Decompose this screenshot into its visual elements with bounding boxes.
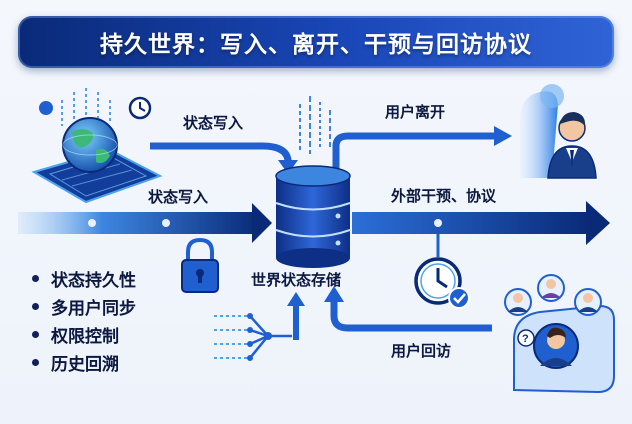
bullet-dot-icon <box>32 274 39 282</box>
label-state-write-main: 状态写入 <box>148 188 209 206</box>
title-banner: 持久世界：写入、离开、干预与回访协议 <box>18 16 614 68</box>
network-merge-icon <box>214 292 305 361</box>
padlock-icon <box>181 237 219 293</box>
feature-item: 权限控制 <box>32 320 136 348</box>
clock-check-icon <box>414 234 470 309</box>
bullet-dot-icon <box>32 358 39 366</box>
label-external-intervention: 外部干预、协议 <box>391 187 497 205</box>
label-state-write-top: 状态写入 <box>183 114 244 132</box>
feature-item: 状态持久性 <box>32 264 136 292</box>
globe-map-icon <box>31 88 163 204</box>
label-user-leave: 用户离开 <box>385 103 446 121</box>
user-group-icon: ? <box>504 274 615 394</box>
user-leave-arrow <box>332 126 512 170</box>
page-title: 持久世界：写入、离开、干预与回访协议 <box>100 32 532 58</box>
label-user-revisit: 用户回访 <box>391 342 452 360</box>
clock-icon <box>128 96 152 120</box>
user-revisit-arrow <box>324 286 492 332</box>
feature-item: 历史回溯 <box>32 348 136 376</box>
main-flow-arrow-right <box>352 201 610 245</box>
database-icon <box>275 165 351 268</box>
feature-list: 状态持久性 多用户同步 权限控制 历史回溯 <box>32 264 136 376</box>
bullet-dot-icon <box>32 302 39 310</box>
state-write-arrow <box>150 142 298 174</box>
feature-label: 历史回溯 <box>51 354 119 375</box>
feature-item: 多用户同步 <box>32 292 136 320</box>
label-world-state-storage: 世界状态存储 <box>251 271 342 289</box>
feature-label: 状态持久性 <box>51 270 136 291</box>
user-leaving-icon <box>520 84 597 179</box>
feature-label: 权限控制 <box>51 326 119 347</box>
svg-text:?: ? <box>522 333 529 345</box>
bullet-dot-icon <box>32 330 39 338</box>
feature-label: 多用户同步 <box>51 298 136 319</box>
data-stream-icon <box>299 96 331 154</box>
main-flow-arrow-left <box>18 203 272 243</box>
